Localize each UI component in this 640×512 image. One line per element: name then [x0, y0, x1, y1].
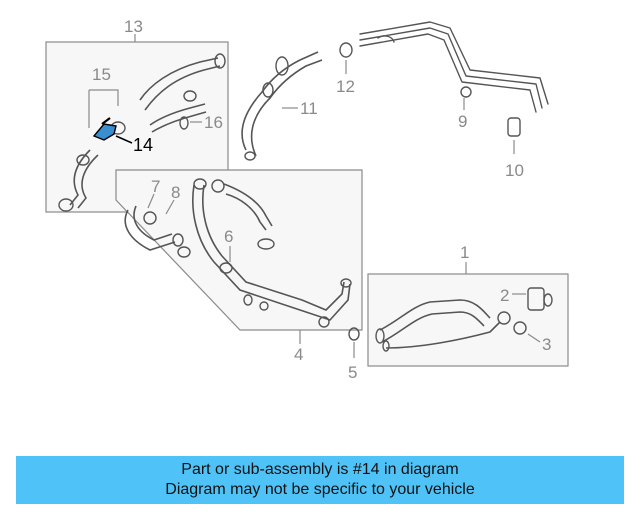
group-box-4: [115, 169, 363, 331]
upper-hose-assembly: [58, 53, 226, 212]
callout-16: 16: [204, 113, 223, 132]
callout-4: 4: [294, 345, 303, 364]
callout-11: 11: [300, 99, 318, 118]
banner-line-2: Diagram may not be specific to your vehi…: [165, 481, 475, 498]
callout-2: 2: [500, 286, 509, 305]
banner-line-1: Part or sub-assembly is #14 in diagram: [181, 461, 459, 478]
tee-connector-part-14: [92, 117, 117, 141]
callout-9: 9: [458, 112, 467, 131]
callout-5: 5: [348, 363, 357, 382]
callout-3: 3: [542, 335, 551, 354]
clamp-part-5: [348, 327, 360, 341]
callout-13: 13: [124, 17, 143, 36]
clamp-part-12: [339, 42, 353, 58]
hose-part-11: [241, 51, 323, 161]
lower-pipe-assembly: [124, 178, 352, 328]
callout-7: 7: [151, 177, 160, 196]
callout-1: 1: [460, 243, 469, 262]
callout-12: 12: [336, 77, 355, 96]
heater-hose-assembly: [375, 287, 553, 352]
coolant-pipes: [359, 21, 549, 137]
part-info-banner: Part or sub-assembly is #14 in diagram D…: [16, 456, 624, 504]
callout-15: 15: [92, 65, 111, 84]
callout-6: 6: [224, 227, 233, 246]
group-box-1: [367, 273, 569, 367]
parts-diagram: 13 15 14 16 11 12: [45, 17, 569, 382]
callout-14: 14: [133, 135, 153, 155]
callout-10: 10: [505, 161, 524, 180]
callout-8: 8: [171, 183, 180, 202]
